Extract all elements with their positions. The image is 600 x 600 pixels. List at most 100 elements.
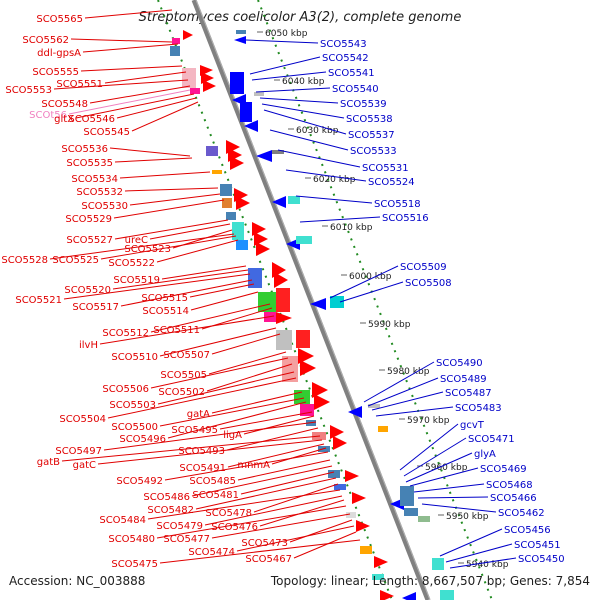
feature-label-right: gcvT (460, 420, 485, 431)
feature-label-right: SCO5490 (436, 358, 483, 369)
feature-label-left: SCO5519 (113, 275, 160, 286)
feature-label-left: SCO5511 (153, 325, 200, 336)
feature-label-left: SCO5545 (83, 127, 130, 138)
feature-label-left: SCO5502 (158, 387, 205, 398)
feature-label-left: ligA (223, 430, 242, 441)
feature-label-left: SCO5520 (64, 285, 111, 296)
feature-label-left: SCO5474 (188, 547, 235, 558)
feature-label-right: SCO5516 (382, 213, 429, 224)
feature-label-left: SCO5500 (111, 422, 158, 433)
feature-label-left: gatB (37, 457, 60, 468)
feature-label-right: SCO5462 (498, 508, 545, 519)
feature-label-left: SCO5467 (245, 554, 292, 565)
map-title: Streptomyces coelicolor A3(2), complete … (139, 10, 462, 25)
feature-label-right: SCO5508 (405, 278, 452, 289)
tick-label: 6030 kbp (296, 126, 339, 136)
feature-label-left: SCO5546 (68, 114, 115, 125)
feature-label-left: SCO5532 (76, 187, 123, 198)
feature-label-right: SCO5469 (480, 464, 527, 475)
left-leader-lines (49, 9, 361, 564)
feature-label-right: SCO5524 (368, 177, 415, 188)
left-feature-labels: SCO5565SCO5562ddl-gpsASCO5555SCO5551SCO5… (1, 14, 292, 570)
feature-label-left: SCO5548 (41, 99, 88, 110)
feature-label-left: SCO5515 (141, 293, 188, 304)
feature-label-left: SCO5507 (163, 350, 210, 361)
feature-label-right: SCO5468 (486, 480, 533, 491)
feature-label-left: SCO5481 (192, 490, 239, 501)
accession-text: Accession: NC_003888 (9, 574, 145, 588)
feature-label-left: SCO5535 (66, 158, 113, 169)
feature-label-left: SCO5525 (52, 255, 99, 266)
feature-label-right: SCO5537 (348, 130, 395, 141)
feature-label-right: SCO5489 (440, 374, 487, 385)
feature-label-left: SCO5506 (102, 384, 149, 395)
feature-label-left: SCO5527 (66, 235, 113, 246)
feature-label-left: SCO5504 (59, 414, 106, 425)
feature-label-left: SCO5553 (5, 85, 52, 96)
feature-label-right: SCO5543 (320, 39, 367, 50)
feature-label-left: SCO5495 (171, 425, 218, 436)
feature-label-left: SCO5514 (142, 306, 189, 317)
feature-label-left: SCO5475 (111, 559, 158, 570)
feature-label-left: SCO5493 (178, 446, 225, 457)
feature-label-right: SCO5483 (455, 403, 502, 414)
feature-label-right: SCO5538 (346, 114, 393, 125)
tick-label: 6010 kbp (330, 223, 373, 233)
guide-line-right (257, 0, 493, 600)
feature-label-left: SCO5521 (15, 295, 62, 306)
feature-label-right: SCO5471 (468, 434, 515, 445)
feature-label-left: SCO5510 (111, 352, 158, 363)
genome-stats-text: Topology: linear; Length: 8,667,507 bp; … (270, 574, 590, 588)
feature-label-left: SCO5482 (147, 505, 194, 516)
feature-label-left: SCO5485 (189, 476, 236, 487)
feature-label-right: SCO5540 (332, 84, 379, 95)
feature-label-left: SCO5505 (160, 370, 207, 381)
feature-label-left: SCO5562 (22, 35, 69, 46)
feature-track-reverse (230, 30, 454, 600)
feature-label-right: SCO5531 (362, 163, 409, 174)
feature-label-left: ureC (125, 235, 148, 246)
feature-label-left: SCO5478 (205, 508, 252, 519)
feature-label-left: SCO5479 (156, 521, 203, 532)
tick-label: 5990 kbp (368, 320, 411, 330)
feature-label-left: SCO5476 (211, 522, 258, 533)
feature-label-left: ddl-gpsA (37, 48, 81, 59)
feature-label-left: SCO5477 (163, 534, 210, 545)
tick-label: 5950 kbp (446, 512, 489, 522)
feature-label-left: SCO5534 (71, 174, 118, 185)
feature-label-right: SCO5466 (490, 493, 537, 504)
feature-label-left: SCO5492 (116, 476, 163, 487)
feature-label-left: SCO5473 (241, 538, 288, 549)
feature-label-left: SCO5565 (36, 14, 83, 25)
feature-label-right: SCO5509 (400, 262, 447, 273)
feature-label-left: SCO5517 (72, 302, 119, 313)
feature-label-left: SCOt56 (29, 110, 67, 121)
right-feature-labels: SCO5543SCO5542SCO5541SCO5540SCO5539SCO55… (320, 39, 565, 565)
feature-label-left: gatA (187, 409, 210, 420)
tick-label: 5960 kbp (425, 463, 468, 473)
feature-label-left: SCO5528 (1, 255, 48, 266)
feature-label-left: mnmA (237, 460, 270, 471)
feature-label-right: SCO5533 (350, 146, 397, 157)
tick-label: 5980 kbp (387, 367, 430, 377)
feature-label-left: SCO5530 (81, 201, 128, 212)
tick-label: 5940 kbp (466, 560, 509, 570)
feature-label-right: SCO5541 (328, 68, 375, 79)
feature-label-left: SCO5512 (102, 328, 149, 339)
feature-label-right: SCO5539 (340, 99, 387, 110)
feature-label-right: SCO5487 (445, 388, 492, 399)
feature-label-right: glyA (474, 449, 496, 460)
tick-label: 6000 kbp (349, 272, 392, 282)
feature-label-left: SCO5529 (65, 214, 112, 225)
feature-label-left: ilvH (79, 340, 98, 351)
feature-label-left: gltX (54, 114, 74, 125)
feature-label-left: SCO5496 (119, 434, 166, 445)
tick-label: 5970 kbp (407, 416, 450, 426)
feature-label-left: SCO5486 (143, 492, 190, 503)
feature-label-left: SCO5551 (56, 79, 103, 90)
feature-label-right: SCO5518 (374, 199, 421, 210)
feature-label-right: SCO5542 (322, 53, 369, 64)
feature-label-left: SCO5491 (179, 463, 226, 474)
